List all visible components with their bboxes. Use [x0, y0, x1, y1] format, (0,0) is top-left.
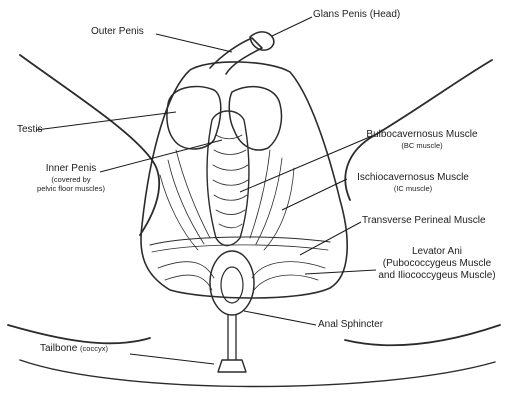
bc-fiber	[214, 195, 247, 200]
levator-fiber	[252, 262, 325, 278]
label-tailbone-latin: (coccyx)	[80, 344, 108, 353]
label-bulbocavernosus-abbr: (BC muscle)	[357, 141, 487, 150]
transverse-perineal-muscle	[152, 245, 328, 252]
coccyx-stalk	[228, 315, 236, 360]
label-ischiocavernosus: Ischiocavernosus Muscle	[347, 172, 479, 184]
label-tailbone: Tailbone	[40, 343, 77, 354]
leader-anal-sphincter	[244, 311, 316, 325]
outer-penis-shaft	[210, 38, 262, 74]
levator-fiber	[165, 275, 212, 290]
label-testis: Testis	[17, 124, 43, 136]
right-testis	[229, 87, 281, 150]
label-inner-penis: Inner Penis	[18, 163, 124, 175]
perineum-outline	[141, 62, 347, 298]
leader-testis	[36, 112, 176, 130]
leader-ischiocavernosus	[282, 179, 347, 210]
ic-fiber-right	[256, 158, 282, 244]
ic-fiber-right	[250, 150, 270, 238]
label-bulbocavernosus: Bulbocavernosus Muscle	[357, 129, 487, 141]
leader-tailbone	[130, 354, 214, 364]
ic-fiber-left	[168, 160, 204, 244]
leader-outer-penis	[156, 34, 232, 52]
leader-transverse-perineal	[300, 222, 361, 255]
bulbocavernosus-body	[207, 111, 249, 246]
left-thigh-outline	[20, 55, 159, 235]
leader-glans	[272, 17, 312, 36]
label-ischiocavernosus-abbr: (IC muscle)	[347, 184, 479, 193]
label-anal-sphincter: Anal Sphincter	[318, 319, 383, 331]
label-transverse-perineal: Transverse Perineal Muscle	[362, 215, 486, 227]
buttock-crease-outline	[20, 360, 495, 387]
label-levator-ani-group: Levator Ani (Pubococcygeus Muscle and Il…	[372, 246, 502, 282]
label-inner-penis-group: Inner Penis (covered by pelvic floor mus…	[18, 163, 124, 193]
left-buttock-outline	[8, 325, 150, 343]
coccyx-tip	[218, 360, 246, 372]
bc-fiber	[219, 224, 242, 228]
label-outer-penis: Outer Penis	[91, 26, 144, 38]
anal-sphincter-outer	[210, 251, 254, 315]
bc-fiber	[214, 150, 246, 155]
label-bulbocavernosus-group: Bulbocavernosus Muscle (BC muscle)	[357, 129, 487, 150]
label-inner-penis-note: pelvic floor muscles)	[18, 184, 124, 193]
bc-fiber	[213, 180, 248, 185]
levator-fiber	[254, 275, 318, 290]
label-tailbone-group: Tailbone (coccyx)	[40, 343, 108, 355]
leader-levator-ani	[305, 270, 376, 274]
label-levator-ani: Levator Ani	[372, 246, 502, 258]
label-glans-penis: Glans Penis (Head)	[313, 9, 400, 21]
label-inner-penis-note: (covered by	[18, 175, 124, 184]
label-levator-ani-note: and Iliococcygeus Muscle)	[372, 270, 502, 282]
bc-fiber	[216, 210, 245, 215]
label-ischiocavernosus-group: Ischiocavernosus Muscle (IC muscle)	[347, 172, 479, 193]
label-levator-ani-note: (Pubococcygeus Muscle	[372, 258, 502, 270]
bc-fiber	[213, 165, 248, 170]
levator-fiber	[158, 262, 214, 278]
